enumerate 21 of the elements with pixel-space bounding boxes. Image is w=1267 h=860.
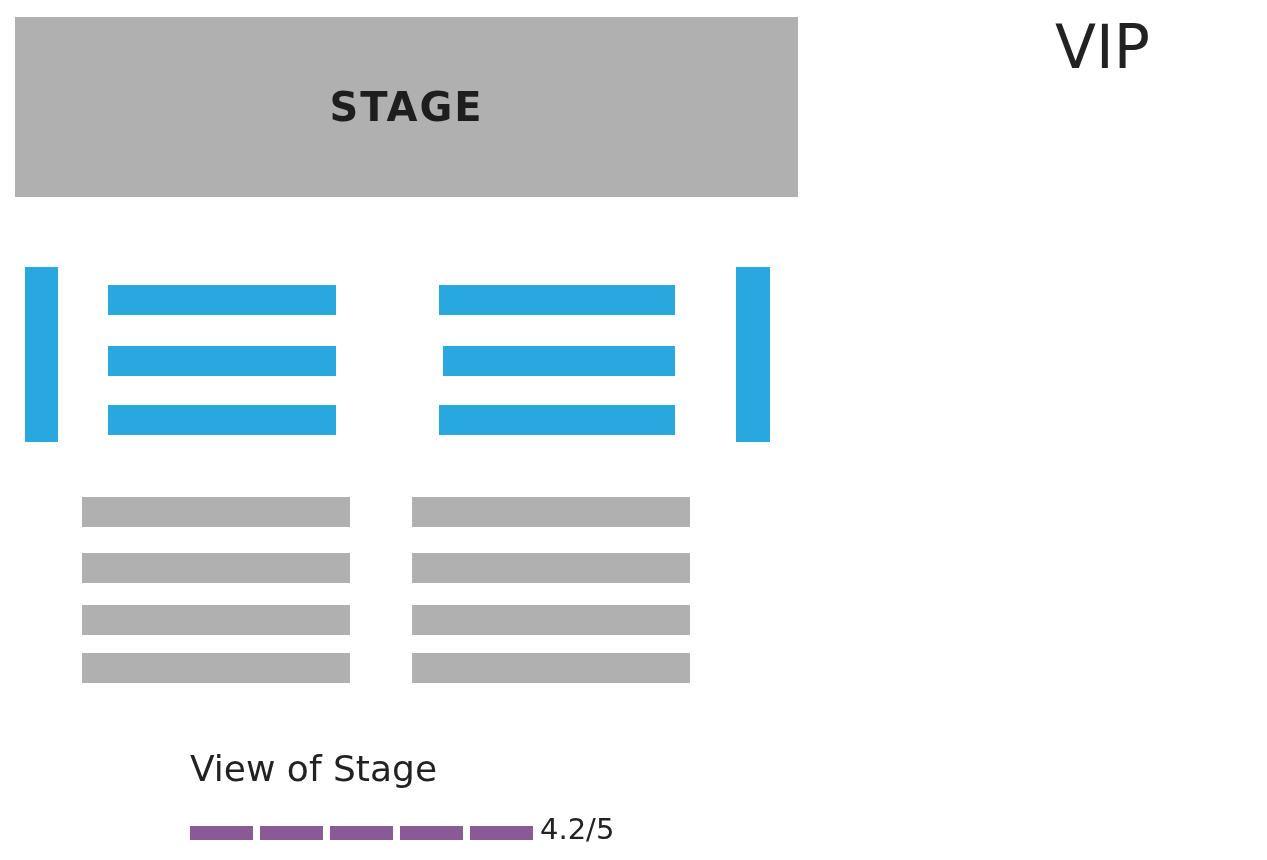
seating-row [108,405,336,435]
seating-row [443,346,675,376]
seating-row [82,653,350,683]
seating-row [439,285,675,315]
stage-label: STAGE [329,84,484,130]
seating-row [412,653,690,683]
seating-row [412,605,690,635]
seating-row [82,497,350,527]
section-title: VIP [1055,12,1150,82]
seating-bar [736,267,770,442]
seating-row [108,346,336,376]
rating-value: 4.2/5 [540,812,615,846]
seating-row [412,553,690,583]
rating-heading: View of Stage [190,748,438,789]
seating-row [412,497,690,527]
seating-row [108,285,336,315]
seating-row [82,553,350,583]
stage-area [15,17,798,197]
seating-row [439,405,675,435]
seating-bar [25,267,58,442]
seating-row [82,605,350,635]
